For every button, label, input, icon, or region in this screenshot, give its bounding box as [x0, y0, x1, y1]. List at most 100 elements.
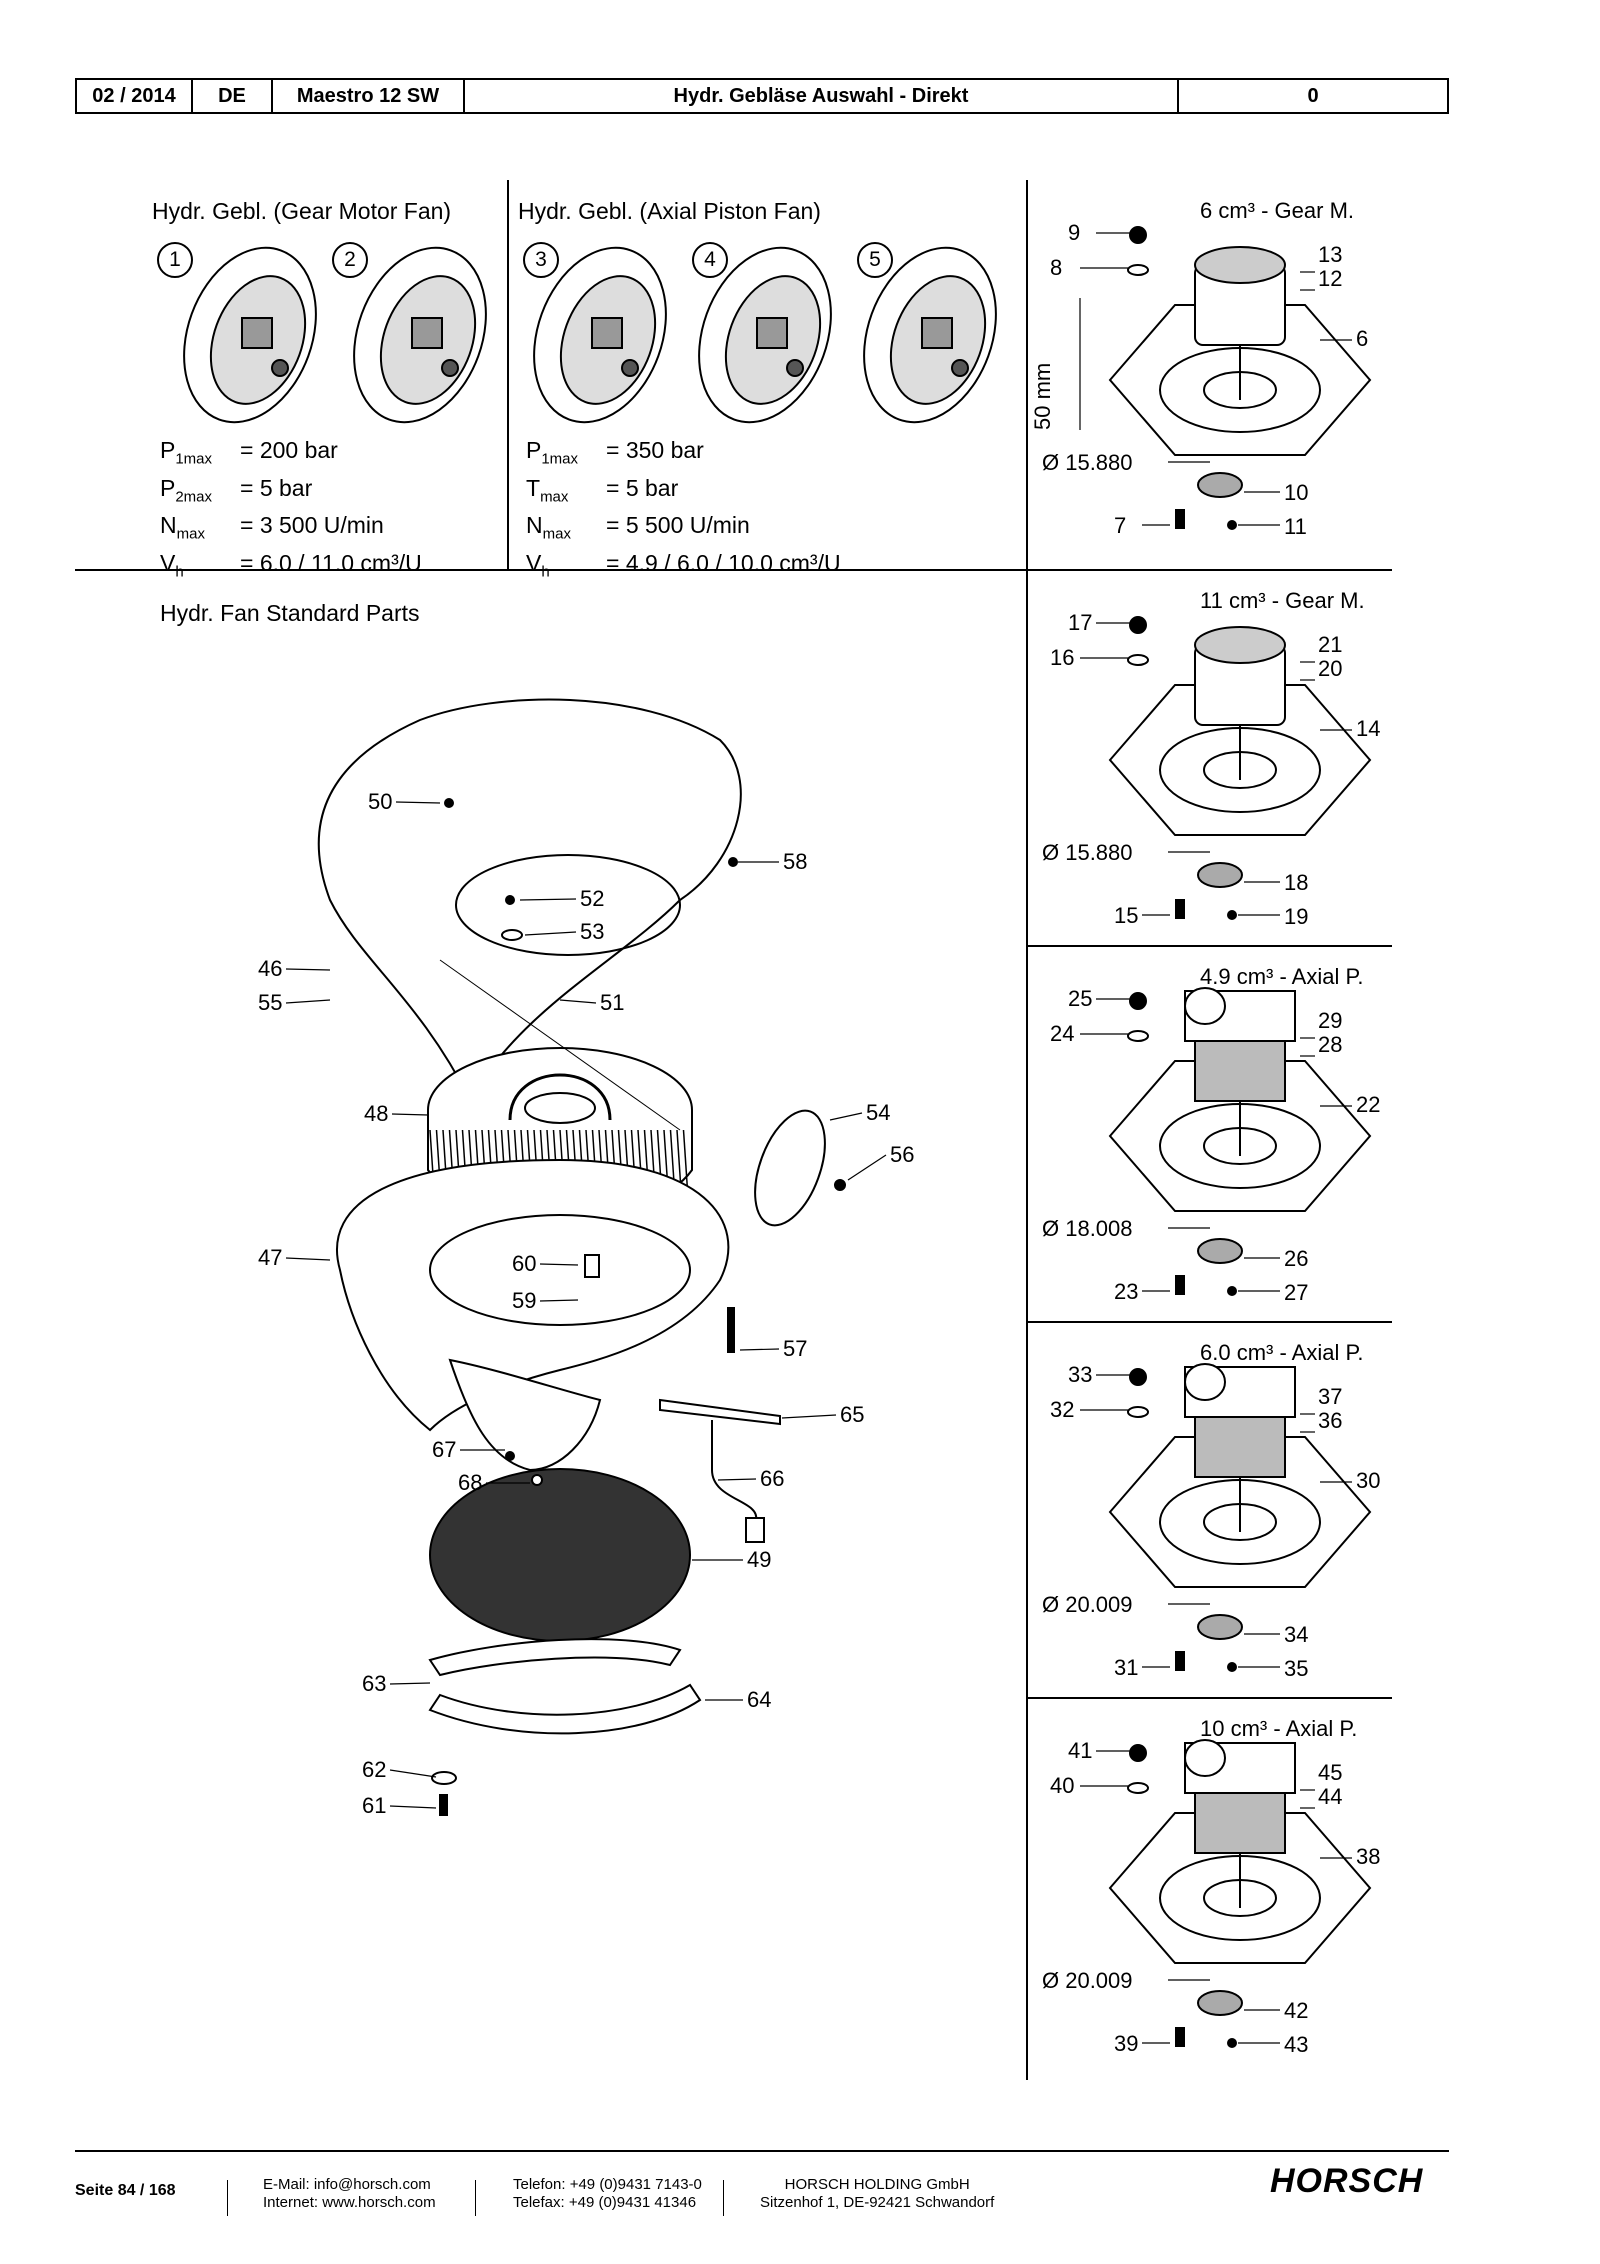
spec-symbol: P2max — [160, 474, 213, 506]
header-revision: 0 — [1307, 84, 1319, 107]
part-callout: 49 — [747, 1547, 772, 1572]
header-bar: 02 / 2014 DE Maestro 12 SW Hydr. Gebläse… — [75, 78, 1449, 114]
fan-thumbnail — [698, 246, 832, 424]
part-callout: 41 — [1068, 1738, 1093, 1763]
part-callout: 35 — [1284, 1656, 1309, 1681]
gear-fan-title: Hydr. Gebl. (Gear Motor Fan) — [152, 198, 452, 224]
part-callout: 12 — [1318, 266, 1343, 291]
motor-assembly — [1108, 616, 1372, 920]
part-callout: 52 — [580, 886, 605, 911]
part-callout: 50 — [368, 789, 393, 814]
part-callout: 58 — [783, 849, 808, 874]
motor-assembly — [1108, 1363, 1372, 1672]
spec-row: Nmax= 5 500 U/min — [526, 511, 841, 549]
motor-title: 10 cm³ - Axial P. — [1200, 1716, 1358, 1741]
part-callout: 31 — [1114, 1655, 1139, 1680]
footer-company: HORSCH HOLDING GmbH — [784, 2176, 970, 2193]
part-callout: 27 — [1284, 1280, 1309, 1305]
spec-symbol: P1max — [526, 437, 579, 468]
footer-contact: E-Mail: info@horsch.com Internet: www.ho… — [263, 2176, 436, 2212]
part-callout: 7 — [1114, 513, 1127, 538]
part-callout: 33 — [1068, 1362, 1093, 1387]
fan-number-1: 1 — [157, 242, 193, 278]
part-callout: 6 — [1356, 326, 1369, 351]
footer-phone: Telefon: +49 (0)9431 7143-0 — [513, 2176, 702, 2193]
motor-title: 4.9 cm³ - Axial P. — [1200, 964, 1364, 989]
part-callout: 9 — [1068, 220, 1081, 245]
spec-value: = 200 bar — [240, 437, 338, 463]
part-callout: 53 — [580, 919, 605, 944]
part-callout: 28 — [1318, 1032, 1343, 1057]
part-callout: 16 — [1050, 645, 1075, 670]
part-callout: 65 — [840, 1402, 865, 1427]
footer-company-block: HORSCH HOLDING GmbH Sitzenhof 1, DE-9242… — [760, 2176, 994, 2212]
header-title: Hydr. Gebläse Auswahl - Direkt — [465, 80, 1179, 112]
footer-email: E-Mail: info@horsch.com — [263, 2176, 431, 2193]
part-callout: 15 — [1114, 903, 1139, 928]
fan-number-2: 2 — [332, 242, 368, 278]
footer: Seite 84 / 168 E-Mail: info@horsch.com I… — [75, 2150, 1449, 2222]
part-callout: Ø 15.880 — [1042, 840, 1133, 865]
header-lang: DE — [193, 80, 273, 112]
part-callout: 18 — [1284, 870, 1309, 895]
footer-separator — [475, 2180, 476, 2216]
standard-parts-title: Hydr. Fan Standard Parts — [160, 600, 420, 626]
part-callout: 63 — [362, 1671, 387, 1696]
part-callout: 30 — [1356, 1468, 1381, 1493]
part-callout: 46 — [258, 956, 283, 981]
spec-value: = 4.9 / 6.0 / 10.0 cm³/U — [606, 549, 841, 576]
spec-row: P2max = 5 bar — [160, 474, 422, 512]
part-callout: 45 — [1318, 1760, 1343, 1785]
part-callout: 10 — [1284, 480, 1309, 505]
spec-row: Nmax= 3 500 U/min — [160, 511, 422, 549]
fan-number-4: 4 — [692, 242, 728, 278]
part-callout: Ø 20.009 — [1042, 1968, 1133, 1993]
part-callout: 34 — [1284, 1622, 1309, 1647]
part-callout: 44 — [1318, 1784, 1343, 1809]
part-callout: 61 — [362, 1793, 387, 1818]
spec-symbol: Vh — [526, 549, 550, 581]
part-callout: 14 — [1356, 716, 1381, 741]
spec-value: = 5 bar — [606, 474, 679, 501]
part-callout: 25 — [1068, 986, 1093, 1011]
spec-value: = 6.0 / 11.0 cm³/U — [240, 549, 422, 576]
spec-symbol: Tmax — [526, 474, 569, 506]
fan-thumbnail — [863, 246, 997, 424]
dimension-label: 50 mm — [1030, 362, 1055, 430]
part-callout: 22 — [1356, 1092, 1381, 1117]
part-callout: 66 — [760, 1466, 785, 1491]
part-callout: 42 — [1284, 1998, 1309, 2023]
motor-assembly — [1108, 987, 1372, 1296]
fan-thumbnail — [183, 246, 317, 424]
part-callout: 23 — [1114, 1279, 1139, 1304]
part-callout: 48 — [364, 1101, 389, 1126]
part-callout: 36 — [1318, 1408, 1343, 1433]
footer-fax: Telefax: +49 (0)9431 41346 — [513, 2194, 697, 2211]
spec-symbol: Nmax — [160, 512, 205, 543]
part-callout: 8 — [1050, 255, 1063, 280]
spec-row: Vh = 4.9 / 6.0 / 10.0 cm³/U — [526, 549, 841, 587]
part-callout: 32 — [1050, 1397, 1075, 1422]
spec-symbol: Vh — [160, 549, 184, 581]
part-callout: 38 — [1356, 1844, 1381, 1869]
part-callout: 29 — [1318, 1008, 1343, 1033]
fan-number-5: 5 — [857, 242, 893, 278]
spec-value: = 5 500 U/min — [606, 512, 750, 539]
part-callout: 68 — [458, 1470, 483, 1495]
axial-fan-title: Hydr. Gebl. (Axial Piston Fan) — [518, 198, 821, 224]
part-callout: 40 — [1050, 1773, 1075, 1798]
part-callout: 11 — [1284, 514, 1307, 539]
part-callout: 60 — [512, 1251, 537, 1276]
spec-row: Vh = 6.0 / 11.0 cm³/U — [160, 549, 422, 587]
footer-separator — [723, 2180, 724, 2216]
part-callout: 67 — [432, 1437, 457, 1462]
part-callout: 19 — [1284, 904, 1309, 929]
spec-row: P1max= 350 bar — [526, 436, 841, 474]
motor-assembly — [1108, 1739, 1372, 2048]
spec-value: = 5 bar — [240, 474, 313, 501]
part-callout: 64 — [747, 1687, 772, 1712]
part-callout: 55 — [258, 990, 283, 1015]
